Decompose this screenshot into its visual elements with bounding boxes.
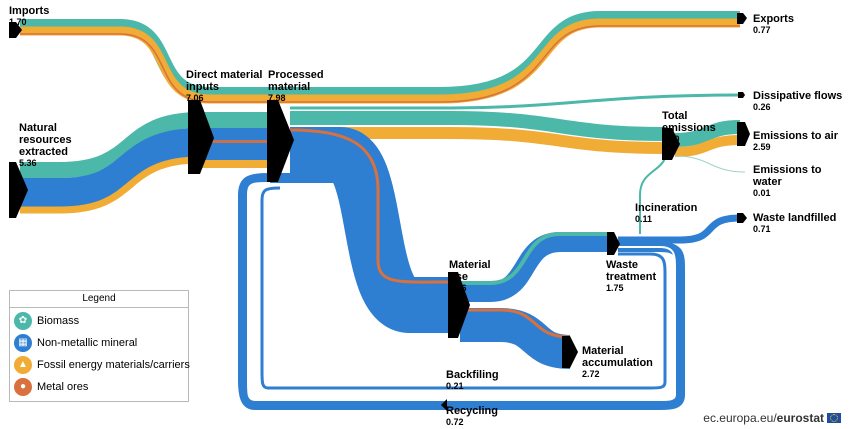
label-emissions-to-water: Emissions to water 0.01 xyxy=(753,164,822,198)
label-emissions-to-air: Emissions to air 2.59 xyxy=(753,130,838,152)
legend-item-non-metallic-mineral: ▦ Non-metallic mineral xyxy=(14,333,137,353)
legend-item-metal-ores: ● Metal ores xyxy=(14,377,88,397)
node-shapes xyxy=(9,13,750,411)
flow-processed-to-emissions xyxy=(290,111,666,154)
node-imports xyxy=(9,22,22,38)
node-exports xyxy=(737,13,747,24)
node-recycling-arrow xyxy=(441,399,447,411)
legend-item-fossil-energy: ▲ Fossil energy materials/carriers xyxy=(14,355,190,375)
node-dmi xyxy=(188,100,214,174)
label-natural-resources: Natural resources extracted 5.36 xyxy=(19,122,72,168)
flow-incineration xyxy=(639,157,666,234)
flow-natural-resources-to-dmi xyxy=(20,112,201,214)
label-imports: Imports 1.70 xyxy=(9,5,50,27)
flow-imports-to-exports xyxy=(20,11,740,104)
flow-dissipative xyxy=(290,93,741,110)
label-total-emissions: Total emissions 2.60 xyxy=(662,110,716,144)
eu-flag-icon xyxy=(827,413,841,423)
node-material-accumulation xyxy=(562,336,578,368)
footer-site: ec.europa.eu/ xyxy=(703,411,777,425)
flow-processed-to-material-use xyxy=(289,127,451,333)
label-processed-material: Processed material 7.98 xyxy=(268,69,324,103)
brick-icon: ▦ xyxy=(14,334,32,352)
label-dmi: Direct material inputs 7.06 xyxy=(186,69,263,103)
flow-emissions-to-air xyxy=(674,120,741,157)
label-material-accumulation: Material accumulation 2.72 xyxy=(582,345,653,379)
node-total-emissions xyxy=(662,128,680,160)
fuel-drop-icon: ▲ xyxy=(14,356,32,374)
node-material-use xyxy=(448,272,470,338)
flow-to-waste-treatment xyxy=(460,232,610,302)
node-natural-resources xyxy=(9,162,28,218)
label-material-use: Material use 4.46 xyxy=(449,259,491,293)
node-dissipative xyxy=(738,92,745,98)
flow-emissions-to-water xyxy=(674,155,746,173)
label-recycling: Recycling 0.72 xyxy=(446,405,498,427)
footer-credit: ec.europa.eu/eurostat xyxy=(703,411,841,425)
flow-dmi-to-processed xyxy=(200,112,280,168)
label-dissipative: Dissipative flows 0.26 xyxy=(753,90,843,112)
label-incineration: Incineration 0.11 xyxy=(635,202,698,224)
legend: Legend ✿ Biomass ▦ Non-metallic mineral … xyxy=(9,290,190,402)
ore-cart-icon: ● xyxy=(14,378,32,396)
flow-waste-landfilled xyxy=(618,214,741,244)
flow-recycling-loop xyxy=(238,173,685,410)
node-waste-landfilled xyxy=(737,213,747,223)
label-backfilling: Backfiling 0.21 xyxy=(446,369,499,391)
node-processed xyxy=(267,100,294,182)
node-waste-treatment xyxy=(607,232,620,255)
label-waste-landfilled: Waste landfilled 0.71 xyxy=(753,212,837,234)
flow-to-material-accumulation xyxy=(460,308,571,369)
footer-brand: eurostat xyxy=(776,411,824,425)
legend-title: Legend xyxy=(10,291,188,308)
node-emissions-to-air xyxy=(737,122,750,146)
legend-item-biomass: ✿ Biomass xyxy=(14,311,79,331)
label-exports: Exports 0.77 xyxy=(753,13,794,35)
leaf-icon: ✿ xyxy=(14,312,32,330)
label-waste-treatment: Waste treatment 1.75 xyxy=(606,259,657,293)
